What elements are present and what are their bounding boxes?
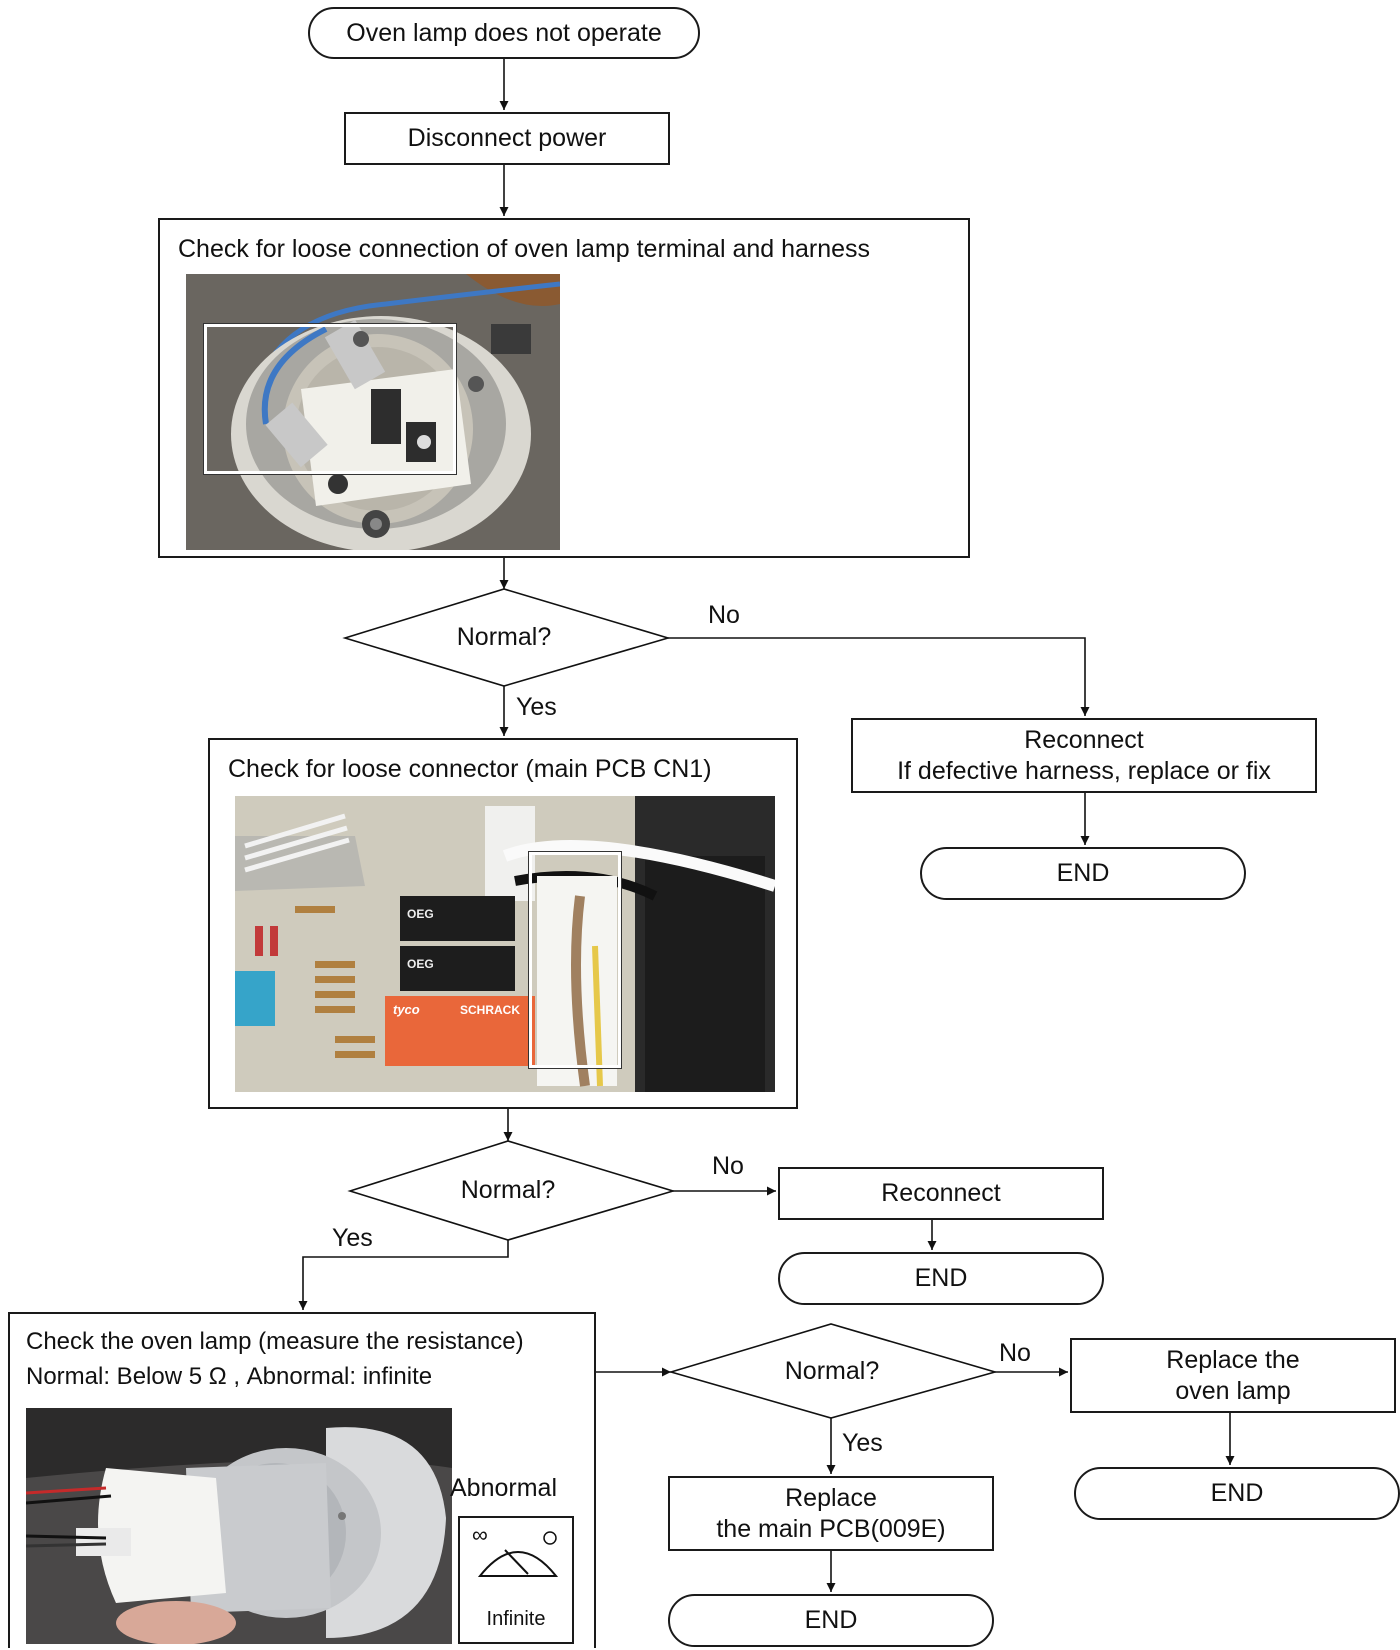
replace-pcb-line2: the main PCB(009E) (716, 1514, 946, 1543)
decision2-no-label: No (712, 1152, 744, 1180)
end-terminator-4: END (668, 1594, 994, 1647)
replace-pcb-line1: Replace (785, 1483, 877, 1512)
relay3-brand2: SCHRACK (460, 1003, 520, 1017)
reconnect-fix-step: Reconnect If defective harness, replace … (851, 718, 1317, 793)
start-terminator: Oven lamp does not operate (308, 7, 700, 59)
end-terminator-1: END (920, 847, 1246, 900)
check-terminal-label: Check for loose connection of oven lamp … (178, 235, 871, 263)
decision3-shape (668, 1323, 998, 1419)
lamp-terminal-illustration (186, 274, 560, 550)
start-label: Oven lamp does not operate (346, 18, 662, 47)
check-terminal-step: Check for loose connection of oven lamp … (158, 218, 970, 558)
decision3-label: Normal? (784, 1357, 880, 1385)
reconnect-fix-line2: If defective harness, replace or fix (897, 756, 1271, 785)
reconnect-fix-line1: Reconnect (1024, 725, 1144, 754)
end-label-2: END (914, 1264, 968, 1292)
ohmmeter-icon: ∞ Infinite (458, 1516, 574, 1644)
replace-lamp-step: Replace the oven lamp (1070, 1338, 1396, 1413)
terminal-highlight-box (203, 323, 457, 475)
relay1-text: OEG (407, 907, 434, 921)
decision2-label: Normal? (460, 1176, 556, 1204)
end-label-1: END (1056, 859, 1110, 887)
pcb-connector-photo: OEG OEG tyco SCHRACK (235, 796, 775, 1092)
reconnect-label: Reconnect (881, 1179, 1001, 1207)
end-label-3: END (1210, 1479, 1264, 1507)
check-connector-step: Check for loose connector (main PCB CN1)… (208, 738, 798, 1109)
meter-reading: Infinite (486, 1608, 546, 1630)
pcb-illustration: OEG OEG tyco SCHRACK (235, 796, 775, 1092)
meter-title: Abnormal (450, 1474, 557, 1502)
check-lamp-line2: Normal: Below 5 Ω , Abnormal: infinite (26, 1363, 433, 1390)
reconnect-step: Reconnect (778, 1167, 1104, 1220)
decision3-yes-label: Yes (842, 1429, 883, 1457)
decision2-yes-label: Yes (332, 1224, 373, 1252)
infinity-symbol: ∞ (472, 1522, 488, 1547)
relay3-brand: tyco (393, 1002, 420, 1017)
relay2-text: OEG (407, 957, 434, 971)
replace-pcb-step: Replace the main PCB(009E) (668, 1476, 994, 1551)
lamp-terminal-photo (186, 274, 560, 550)
end-terminator-3: END (1074, 1467, 1400, 1520)
end-terminator-2: END (778, 1252, 1104, 1305)
replace-lamp-line1: Replace the (1166, 1345, 1300, 1374)
decision1-shape (342, 588, 671, 687)
oven-lamp-illustration (26, 1408, 452, 1644)
decision1-no-label: No (708, 601, 740, 629)
cn1-highlight-box (528, 851, 622, 1069)
check-connector-label: Check for loose connector (main PCB CN1) (228, 755, 712, 783)
check-lamp-step: Check the oven lamp (measure the resista… (8, 1312, 596, 1648)
decision2-shape (347, 1140, 676, 1241)
end-label-4: END (804, 1606, 858, 1634)
disconnect-power-label: Disconnect power (407, 124, 607, 152)
oven-lamp-photo (26, 1408, 452, 1644)
meter-dial-icon (477, 1531, 559, 1577)
decision3-no-label: No (999, 1339, 1031, 1367)
decision1-label: Normal? (456, 623, 552, 651)
decision1-yes-label: Yes (516, 693, 557, 721)
replace-lamp-line2: oven lamp (1175, 1376, 1291, 1405)
disconnect-power-step: Disconnect power (344, 112, 670, 165)
check-lamp-line1: Check the oven lamp (measure the resista… (26, 1328, 524, 1355)
